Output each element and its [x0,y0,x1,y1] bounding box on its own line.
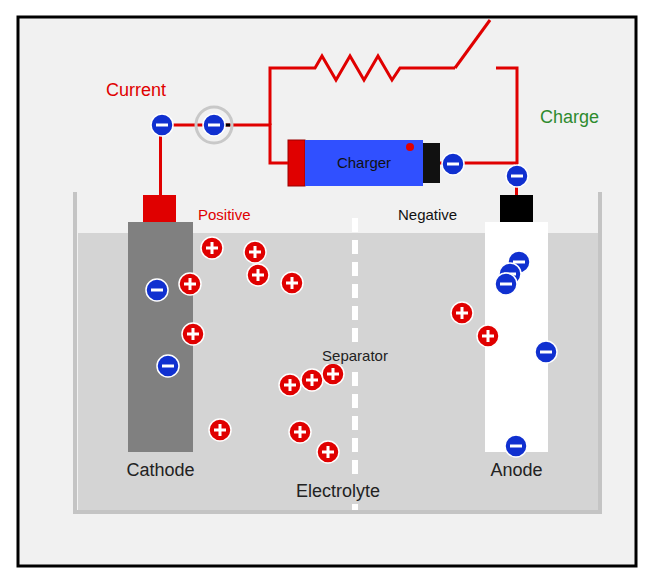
node-label: Cathode [122,460,198,481]
charger-positive-cap [288,140,305,186]
positive-terminal [143,195,176,222]
positive-ion [244,241,266,263]
positive-ion [179,273,201,295]
positive-ion [301,369,323,391]
electron [495,273,517,295]
positive-ion [182,323,204,345]
vessel [75,192,600,512]
resistor-branch [270,56,455,125]
current-meter [196,107,232,143]
separator-label: Separator [320,347,390,364]
electron [442,153,464,175]
electron [505,435,527,457]
electron [157,355,179,377]
charger-negative-cap [423,143,440,183]
negative-terminal [500,195,533,222]
positive-ion [322,363,344,385]
electrolyte-vessel: Electrolyte Cathode Anode [78,233,598,510]
positive-ion [477,325,499,347]
electron [203,114,225,136]
positive-ion [317,441,339,463]
anode-electrode: Anode [485,195,548,452]
node-label: Charger [333,154,395,171]
node-label: Electrolyte [292,481,384,502]
electron [146,279,168,301]
positive-ion [451,302,473,324]
switch-wire [496,68,517,164]
electron [506,165,528,187]
frame [18,17,636,566]
positive-ion [279,374,301,396]
charger-dot [406,143,414,151]
cathode-electrode: Cathode [128,195,193,452]
node-label: Anode [486,460,546,481]
charge-label: Charge [538,107,601,128]
positive-ion [289,421,311,443]
electron [151,114,173,136]
negative-label: Negative [396,206,459,223]
positive-label: Positive [196,206,253,223]
charger-battery: Charger [288,140,440,186]
positive-ion [209,419,231,441]
charger-body [305,140,423,186]
positive-ion [201,237,223,259]
electron [535,341,557,363]
positive-ion [247,264,269,286]
current-label: Current [104,80,168,101]
positive-ion [281,272,303,294]
wire [161,125,289,195]
open-switch [455,20,490,68]
